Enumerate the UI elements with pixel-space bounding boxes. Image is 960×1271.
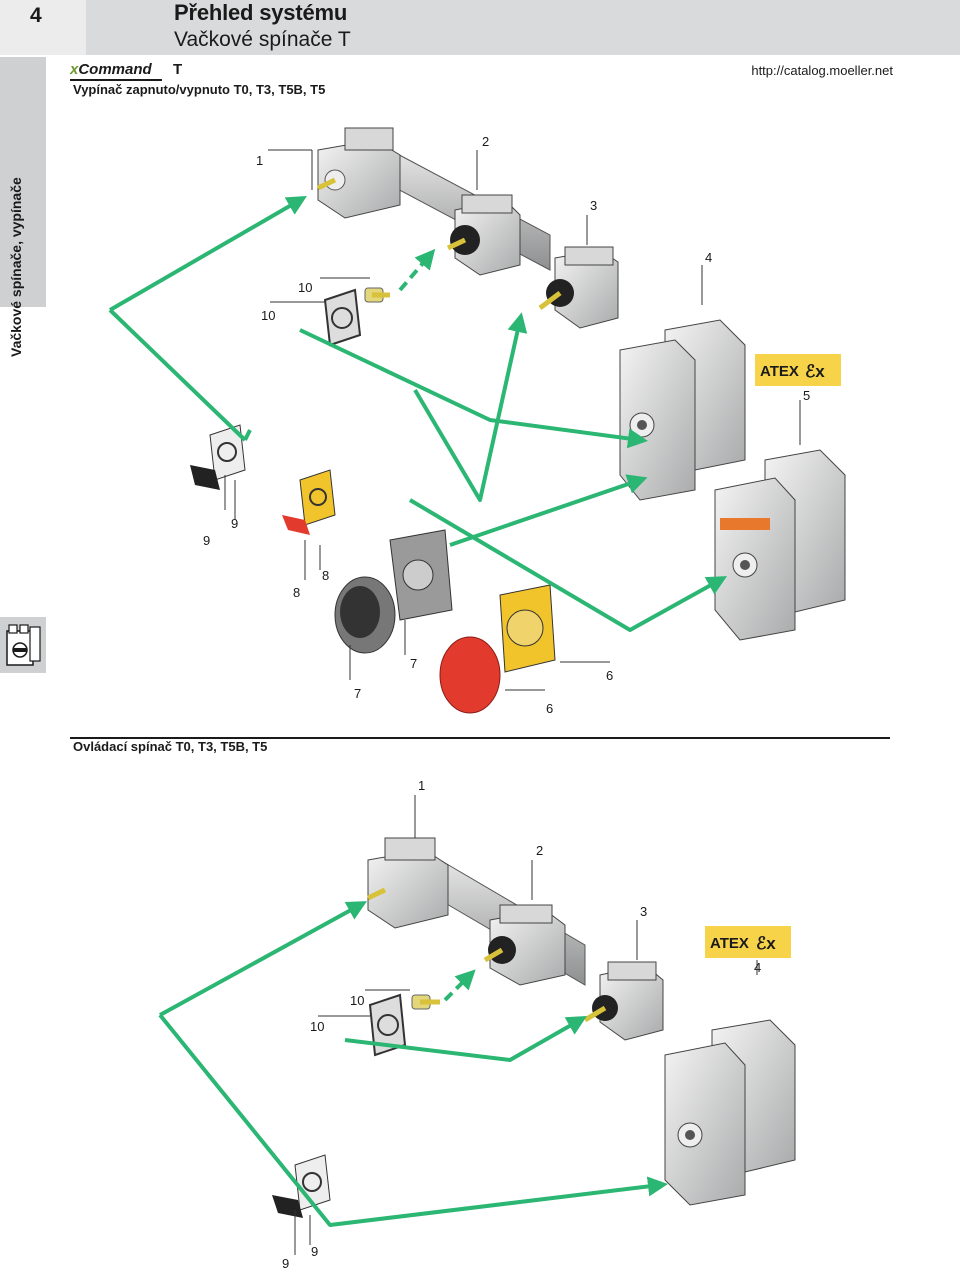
leader-lines-1 (224, 149, 801, 691)
switch-module-3 (538, 246, 619, 329)
catalog-url[interactable]: http://catalog.moeller.net (751, 63, 893, 78)
callout-b4: 4 (754, 960, 761, 975)
callout-10b: 10 (261, 308, 275, 323)
chapter-box: 4 (0, 0, 86, 55)
handle-6 (439, 584, 556, 714)
switch-module-b2 (483, 904, 566, 986)
callout-b9b: 9 (282, 1256, 289, 1271)
callout-1: 1 (256, 153, 263, 168)
cam-switch-icon (0, 617, 46, 673)
callout-b10b: 10 (310, 1019, 324, 1034)
callouts-section-2: 1 2 3 4 9 9 10 10 (282, 778, 761, 1271)
callout-6b: 6 (546, 701, 553, 716)
enclosure-5 (714, 449, 846, 641)
callout-8a: 8 (322, 568, 329, 583)
mounting-plate-small-b (368, 993, 407, 1057)
callout-8b: 8 (293, 585, 300, 600)
page-subtitle: Vačkové spínače T (174, 28, 351, 51)
brand-product: T (173, 61, 183, 78)
callout-2: 2 (482, 134, 489, 149)
atex-badge-2: ATEX ℰx (705, 926, 791, 958)
header-bar (0, 0, 960, 55)
knob-plate-9 (190, 424, 246, 490)
brand-underline (70, 79, 162, 81)
switch-module-b3 (583, 961, 664, 1041)
callout-b3: 3 (640, 904, 647, 919)
svg-text:ℰx: ℰx (805, 362, 825, 381)
section-divider (70, 737, 890, 739)
page-title: Přehled systému (174, 0, 348, 25)
callout-9a: 9 (231, 516, 238, 531)
callout-6a: 6 (606, 668, 613, 683)
callout-4: 4 (705, 250, 712, 265)
callout-3: 3 (590, 198, 597, 213)
callout-b10a: 10 (350, 993, 364, 1008)
side-tab[interactable]: Vačkové spínače, vypínače (0, 57, 46, 357)
extension-shaft (364, 287, 390, 303)
callout-b2: 2 (536, 843, 543, 858)
callout-5: 5 (803, 388, 810, 403)
atex-label-1: ATEX (760, 363, 799, 380)
switch-module-b1 (366, 837, 449, 929)
callout-b1: 1 (418, 778, 425, 793)
extension-shaft-b (411, 994, 440, 1010)
callout-7b: 7 (354, 686, 361, 701)
arrows-section-2 (158, 901, 668, 1227)
brand-logo: xCommand (70, 61, 152, 78)
section-title-control: Ovládací spínač T0, T3, T5B, T5 (73, 739, 268, 754)
callout-10a: 10 (298, 280, 312, 295)
enclosure-b4 (664, 1019, 796, 1206)
atex-badge-1: ATEX ℰx (755, 354, 841, 386)
section-title-onoff: Vypínač zapnuto/vypnuto T0, T3, T5B, T5 (73, 82, 326, 97)
callout-7a: 7 (410, 656, 417, 671)
callouts-section-1: 1 2 3 4 5 6 6 7 7 8 8 9 9 10 10 (203, 134, 810, 716)
chapter-number: 4 (30, 4, 42, 27)
callout-9b: 9 (203, 533, 210, 548)
mounting-plate-small (323, 288, 362, 347)
arrows-section-1 (108, 195, 727, 632)
svg-text:ℰx: ℰx (756, 934, 776, 953)
handle-7 (334, 529, 453, 654)
enclosure-4 (619, 319, 746, 501)
leader-lines-2 (294, 795, 758, 1255)
switch-module-1 (316, 127, 401, 219)
atex-label-2: ATEX (710, 935, 749, 952)
knob-plate-8 (282, 469, 336, 535)
callout-b9a: 9 (311, 1244, 318, 1259)
switch-module-2 (446, 194, 521, 276)
